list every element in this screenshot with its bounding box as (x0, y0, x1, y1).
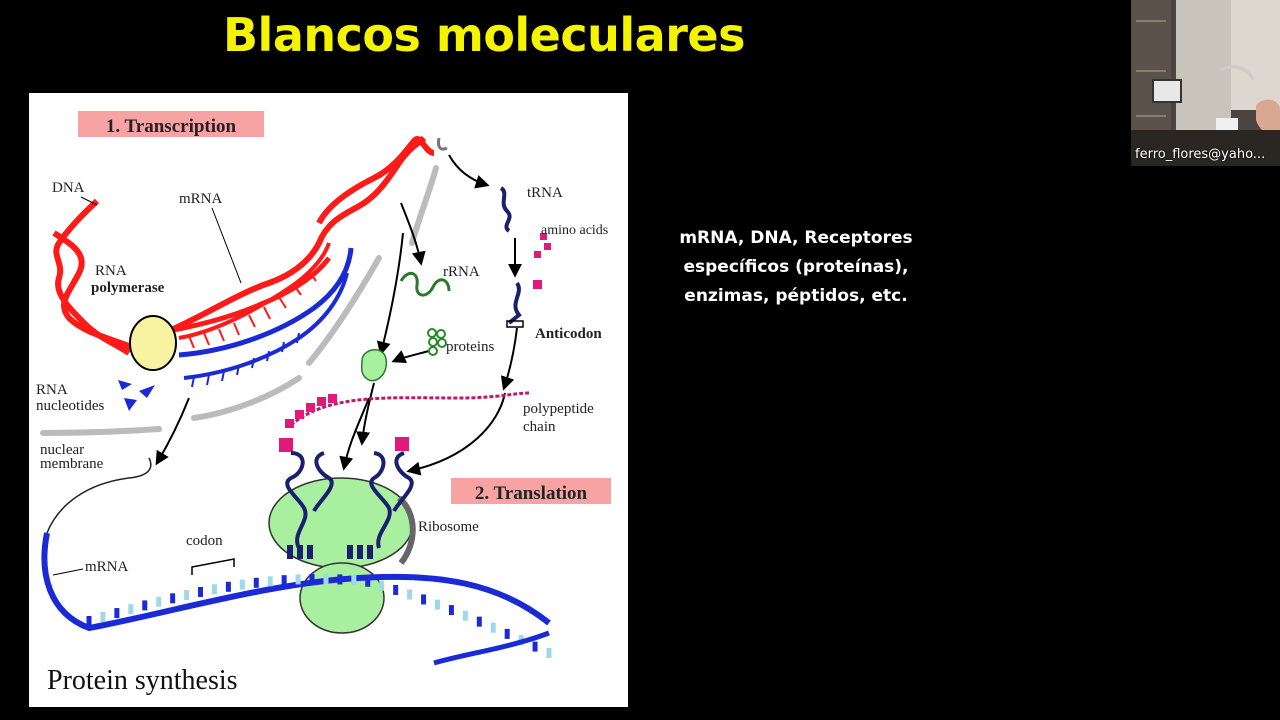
mrna-codons (86, 574, 552, 658)
polypeptide-chain (290, 391, 530, 427)
label-amino-acids: amino acids (541, 223, 608, 238)
label-nuclear-membrane-2: membrane (40, 456, 104, 472)
label-rna-polymerase-1: RNA (95, 263, 127, 279)
anticodons-on-ribosome (287, 545, 373, 559)
mrna-bases (191, 332, 300, 388)
anticodon-mark (506, 320, 524, 328)
label-rna-nucleotides-2: nucleotides (36, 398, 104, 414)
label-codon: codon (186, 533, 223, 549)
dna-helix (52, 135, 435, 356)
rna-polymerase (129, 315, 177, 371)
slide-title: Blancos moleculares (223, 8, 745, 62)
ribosome-shadow (396, 495, 416, 565)
label-nuclear-membrane-1: nuclear (40, 442, 84, 458)
rna-nucleotide-glyphs (118, 380, 155, 411)
dna-base-pairs (188, 270, 317, 349)
mrna-tail (433, 630, 550, 666)
translation-box (451, 478, 611, 504)
mrna-export-path (46, 457, 152, 534)
protein-synthesis-diagram: 1. Transcription 2. Translation (36, 111, 611, 696)
protein-synthesis-figure: 1. Transcription 2. Translation (29, 93, 628, 707)
trna (499, 186, 512, 233)
figure-caption: Protein synthesis (47, 665, 238, 696)
label-trna: tRNA (527, 185, 563, 201)
mrna-strand (41, 532, 551, 632)
label-polypeptide-1: polypeptide (523, 401, 594, 417)
charged-trna (507, 281, 522, 325)
polypeptide-beads (279, 394, 409, 452)
label-polypeptide-2: chain (523, 419, 556, 435)
label-rna-polymerase-2: polymerase (91, 280, 165, 296)
participant-video-tile[interactable]: ferro_flores@yaho... (1131, 0, 1280, 166)
label-rrna: rRNA (443, 264, 480, 280)
mrna-transcript (178, 247, 354, 358)
slide-side-text: mRNA, DNA, Receptores específicos (prote… (660, 224, 932, 311)
side-text-line-1: mRNA, DNA, Receptores (679, 228, 913, 248)
side-text-line-2: específicos (proteínas), (683, 257, 909, 277)
nuclear-envelope (40, 165, 439, 436)
label-proteins: proteins (446, 339, 494, 355)
amino-acids (533, 233, 551, 289)
label-mrna-top: mRNA (179, 191, 223, 207)
rrna (399, 271, 451, 297)
proteins-cluster (427, 328, 447, 356)
label-anticodon: Anticodon (535, 326, 602, 342)
codon-bracket (191, 558, 235, 575)
label-mrna-bottom: mRNA (85, 559, 129, 575)
transcription-box (78, 111, 264, 137)
trnas-on-ribosome (285, 451, 414, 549)
label-rna-nucleotides-1: RNA (36, 382, 68, 398)
mrna-release (183, 272, 349, 380)
nuclear-pore (437, 137, 448, 151)
side-text-line-3: enzimas, péptidos, etc. (684, 286, 908, 306)
dna-template-strand (178, 242, 331, 340)
transcription-label: 1. Transcription (106, 116, 237, 137)
ribosome-small-subunit (299, 562, 385, 634)
translation-label: 2. Translation (475, 483, 588, 504)
participant-video-feed (1131, 0, 1280, 166)
flow-arrows (155, 154, 522, 476)
label-dna: DNA (52, 180, 85, 196)
ribosome-subunit (360, 349, 388, 382)
participant-name-label: ferro_flores@yaho... (1135, 147, 1266, 162)
label-ribosome: Ribosome (418, 519, 479, 535)
